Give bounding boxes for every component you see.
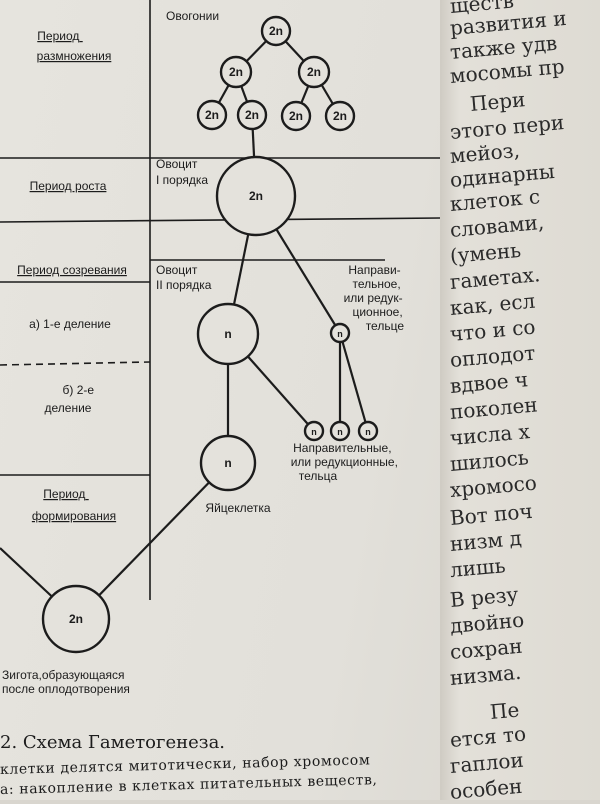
egg-cell-label: Яйцеклетка	[205, 501, 270, 515]
oogonium-node	[219, 55, 253, 89]
oogonium-node	[196, 99, 228, 131]
node-label: 2n	[307, 65, 321, 79]
division-2-label: б) 2-е деление	[45, 383, 98, 415]
node-label: n	[337, 329, 343, 339]
zygote-label: Зигота,образующаяся после оплодотворения	[2, 668, 130, 696]
node-label: n	[311, 427, 317, 437]
node-label: n	[224, 456, 231, 470]
oogonium-node	[324, 100, 356, 132]
node-label: 2n	[289, 109, 303, 123]
node-label: 2n	[333, 109, 347, 123]
node-label: n	[224, 327, 231, 341]
oocyte-1-node	[215, 155, 297, 237]
node-label: n	[337, 427, 343, 437]
node-label: 2n	[245, 108, 259, 122]
oocyte-2-label: Овоцит II порядка	[156, 263, 212, 292]
oogonia-label: Овогонии	[166, 9, 219, 23]
oogonium-node	[236, 99, 268, 131]
oocyte-2-node	[196, 302, 260, 366]
node-label: 2n	[269, 24, 283, 38]
oogonium-node	[297, 55, 331, 89]
period-growth-label: Период роста	[30, 179, 107, 193]
zygote-node	[41, 584, 111, 654]
polar-body-node	[329, 322, 351, 344]
node-label: 2n	[69, 612, 83, 626]
egg-cell-node	[199, 434, 257, 492]
oocyte-1-label: Овоцит I порядка	[156, 157, 208, 187]
diagram-grid	[0, 0, 441, 600]
figure-caption: 2. Схема Гаметогенеза.	[0, 732, 226, 753]
node-label: n	[365, 427, 371, 437]
period-maturation-label: Период созревания	[17, 263, 127, 277]
polar-body-node	[303, 420, 325, 442]
polar-body-2-label: Направительные, или редукционные, тельца	[291, 441, 402, 483]
dashed-divider	[0, 361, 151, 366]
node-label: 2n	[205, 108, 219, 122]
right-page	[440, 0, 600, 800]
row-divider	[0, 217, 441, 223]
period-reproduction-label: Период размножения	[37, 29, 112, 63]
period-formation-label: Период формирования	[32, 487, 116, 523]
polar-body-1-label: Направи- тельное, или редук- ционное, те…	[344, 263, 406, 333]
polar-body-node	[329, 420, 351, 442]
oogonium-node	[280, 100, 312, 132]
division-1-label: а) 1-е деление	[29, 317, 111, 331]
node-label: 2n	[229, 65, 243, 79]
oogonium-node	[260, 15, 292, 47]
node-label: 2n	[249, 189, 263, 203]
polar-body-node	[357, 420, 379, 442]
